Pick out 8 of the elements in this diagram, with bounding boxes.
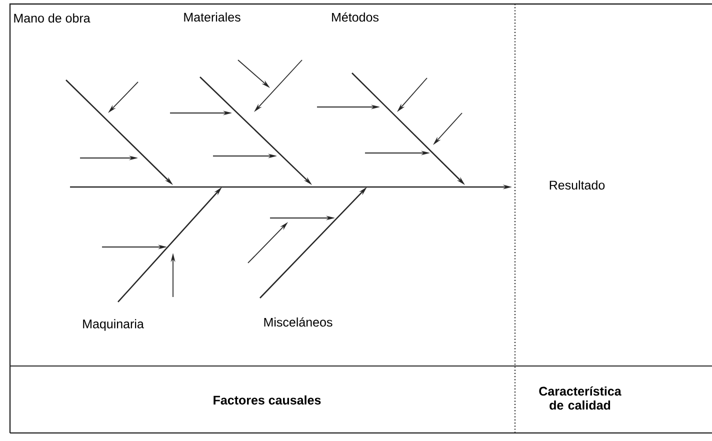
- category-label: Maquinaria: [83, 319, 144, 331]
- result-label: Resultado: [550, 180, 605, 190]
- column-heading: Característica de calidad: [539, 386, 622, 410]
- column-heading: Factores causales: [214, 395, 321, 405]
- category-label: Métodos: [332, 12, 379, 22]
- category-label: Misceláneos: [264, 317, 332, 327]
- category-label: Mano de obra: [14, 13, 90, 23]
- category-label: Materiales: [184, 12, 240, 22]
